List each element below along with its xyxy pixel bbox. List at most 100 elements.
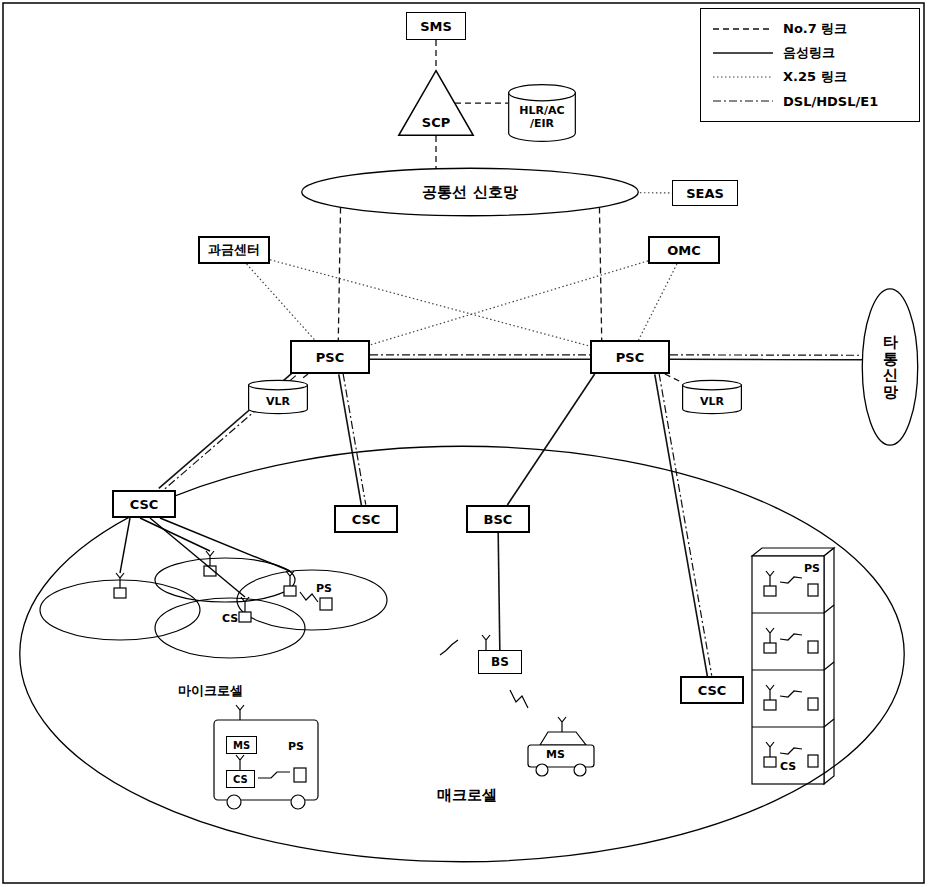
node-label: 공통선 신호망 xyxy=(422,183,517,202)
link-line xyxy=(507,374,594,505)
node-label: VLR xyxy=(252,396,304,409)
link-line xyxy=(713,52,773,54)
floor-line xyxy=(824,605,834,613)
antennas xyxy=(116,551,834,778)
floor-line xyxy=(824,719,834,727)
antenna xyxy=(766,685,774,700)
part-label: PS xyxy=(804,562,820,575)
node-label: MS xyxy=(233,740,250,751)
link-line xyxy=(370,261,648,345)
node-label: SCP xyxy=(422,115,450,130)
legend-sample xyxy=(711,47,775,59)
floor-line xyxy=(752,726,824,727)
radio-link xyxy=(440,640,458,655)
connector xyxy=(370,355,590,359)
controller-box: BSC xyxy=(466,505,530,533)
link-line xyxy=(455,102,508,103)
legend-row: X.25 링크 xyxy=(711,65,909,89)
car xyxy=(528,732,594,776)
connector xyxy=(639,264,677,340)
link-line xyxy=(339,374,362,505)
database-cylinder: VLR xyxy=(682,380,742,414)
node-label: PSC xyxy=(616,350,644,365)
connector xyxy=(655,374,712,677)
legend-label: No.7 링크 xyxy=(783,20,847,38)
connector xyxy=(599,208,601,340)
antenna xyxy=(766,571,774,586)
node-label: 타통신망 xyxy=(883,334,898,400)
link-line xyxy=(370,354,590,355)
connector xyxy=(247,264,315,340)
node-label: BS xyxy=(491,655,509,669)
database-cylinder: HLR/AC /EIR xyxy=(508,84,576,142)
link-line xyxy=(435,136,436,168)
portable-station xyxy=(808,755,818,767)
link-line xyxy=(713,76,773,77)
node-label: 과금센터 xyxy=(208,241,260,259)
floor-line xyxy=(752,612,824,613)
connector xyxy=(436,136,437,168)
link-line xyxy=(639,264,677,340)
omc-box: OMC xyxy=(648,236,720,264)
legend-row: 음성링크 xyxy=(711,41,909,65)
antenna xyxy=(116,573,124,588)
legend-row: No.7 링크 xyxy=(711,17,909,41)
radio-link xyxy=(780,577,802,583)
link-line xyxy=(498,533,500,650)
radio-link xyxy=(300,592,318,602)
legend-sample xyxy=(711,71,775,83)
controller-box: CSC xyxy=(680,676,744,704)
node-label: CSC xyxy=(130,497,159,512)
switch-box: PSC xyxy=(290,340,370,374)
switch-box: PSC xyxy=(590,340,670,374)
link-line xyxy=(713,100,773,101)
connector xyxy=(670,355,862,360)
radio-link xyxy=(780,634,802,640)
connector xyxy=(338,208,340,340)
legend-sample xyxy=(711,95,775,107)
link-line xyxy=(343,374,366,505)
connector xyxy=(370,261,648,345)
database-cylinder: VLR xyxy=(248,380,308,414)
link-line xyxy=(370,358,590,360)
antenna xyxy=(482,635,490,650)
cell-station-box: CS xyxy=(226,770,255,788)
node-label: 매크로셀 xyxy=(437,786,497,805)
radio-link xyxy=(780,748,802,754)
node-label: BSC xyxy=(484,512,513,527)
network-ellipse: 공통선 신호망 xyxy=(300,168,640,216)
antenna xyxy=(241,597,249,612)
link-line xyxy=(300,374,308,380)
antenna xyxy=(236,755,244,770)
controller-box: CSC xyxy=(112,490,176,518)
frame xyxy=(3,3,924,883)
cell-station xyxy=(764,586,776,596)
node-label: OMC xyxy=(667,243,701,258)
controller-box: CSC xyxy=(334,505,398,533)
cell-station xyxy=(764,643,776,653)
connector xyxy=(507,374,594,505)
part-label: MS xyxy=(546,748,565,761)
floor-line xyxy=(752,669,824,670)
part-label: CS xyxy=(780,760,796,773)
link-line xyxy=(270,260,590,346)
microcells xyxy=(40,558,387,658)
link-line xyxy=(640,192,672,193)
base-station-box: BS xyxy=(478,650,522,674)
node-label: CSC xyxy=(698,683,727,698)
sms-box: SMS xyxy=(406,12,466,40)
node-label: HLR/AC /EIR xyxy=(516,105,568,130)
link-line xyxy=(665,374,682,382)
connector xyxy=(665,374,682,382)
connector xyxy=(270,260,590,346)
connector xyxy=(339,374,366,506)
portable-station xyxy=(808,698,818,710)
node-label: SMS xyxy=(420,19,452,34)
antenna xyxy=(766,742,774,757)
scp-triangle: SCP xyxy=(398,70,474,136)
antenna xyxy=(286,571,294,586)
macrocell-region: 매크로셀 CSC CSC BSC BS CSC MS CS xyxy=(18,445,906,863)
antenna xyxy=(206,551,214,566)
radio-link xyxy=(510,690,528,708)
antenna xyxy=(236,705,244,720)
